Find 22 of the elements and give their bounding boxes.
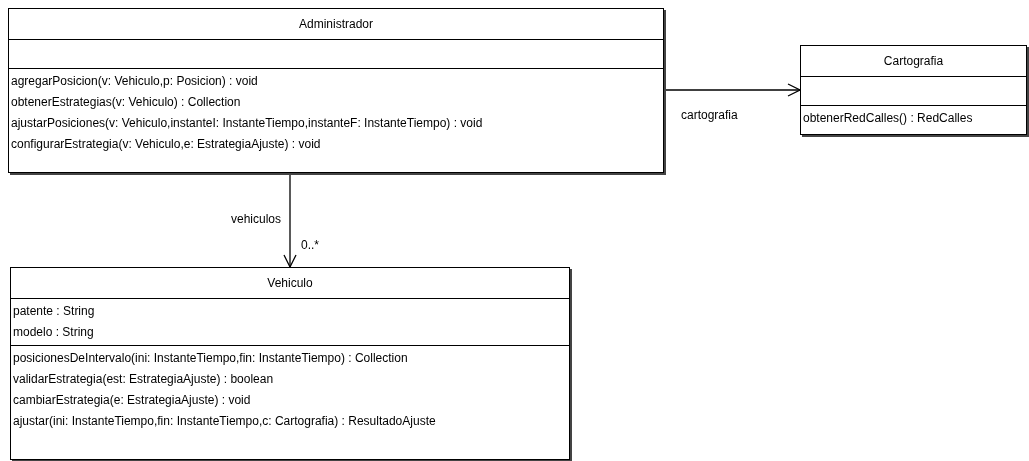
role-label: cartografia	[680, 108, 739, 122]
attribute-text: modelo : String	[13, 324, 94, 341]
association-arrow	[283, 172, 297, 268]
attribute-text: patente : String	[13, 303, 95, 320]
method-text: validarEstrategia(est: EstrategiaAjuste) : boolean	[13, 371, 274, 388]
multiplicity-label: 0..*	[300, 238, 320, 252]
class-name: Vehiculo	[267, 275, 313, 292]
class-box	[10, 267, 570, 460]
method-text: obtenerRedCalles() : RedCalles	[803, 110, 973, 127]
class-box	[8, 8, 664, 173]
class-box	[800, 45, 1027, 135]
method-text: cambiarEstrategia(e: EstrategiaAjuste) : void	[13, 392, 251, 409]
method-text: obtenerEstrategias(v: Vehiculo) : Collection	[11, 94, 241, 111]
method-text: posicionesDeIntervalo(ini: InstanteTiempo,fin: InstanteTiempo) : Collection	[13, 350, 408, 367]
role-label: vehiculos	[230, 212, 283, 226]
method-text: ajustarPosiciones(v: Vehiculo,instanteI: InstanteTiempo,instanteF: InstanteTiempo) : void	[11, 115, 483, 132]
method-text: agregarPosicion(v: Vehiculo,p: Posicion) : void	[11, 73, 258, 90]
class-name: Administrador	[299, 16, 373, 33]
method-text: configurarEstrategia(v: Vehiculo,e: EstrategiaAjuste) : void	[11, 136, 321, 153]
association-arrow	[663, 83, 801, 97]
class-name: Cartografia	[883, 53, 944, 70]
method-text: ajustar(ini: InstanteTiempo,fin: InstanteTiempo,c: Cartografia) : ResultadoAjuste	[13, 413, 436, 430]
